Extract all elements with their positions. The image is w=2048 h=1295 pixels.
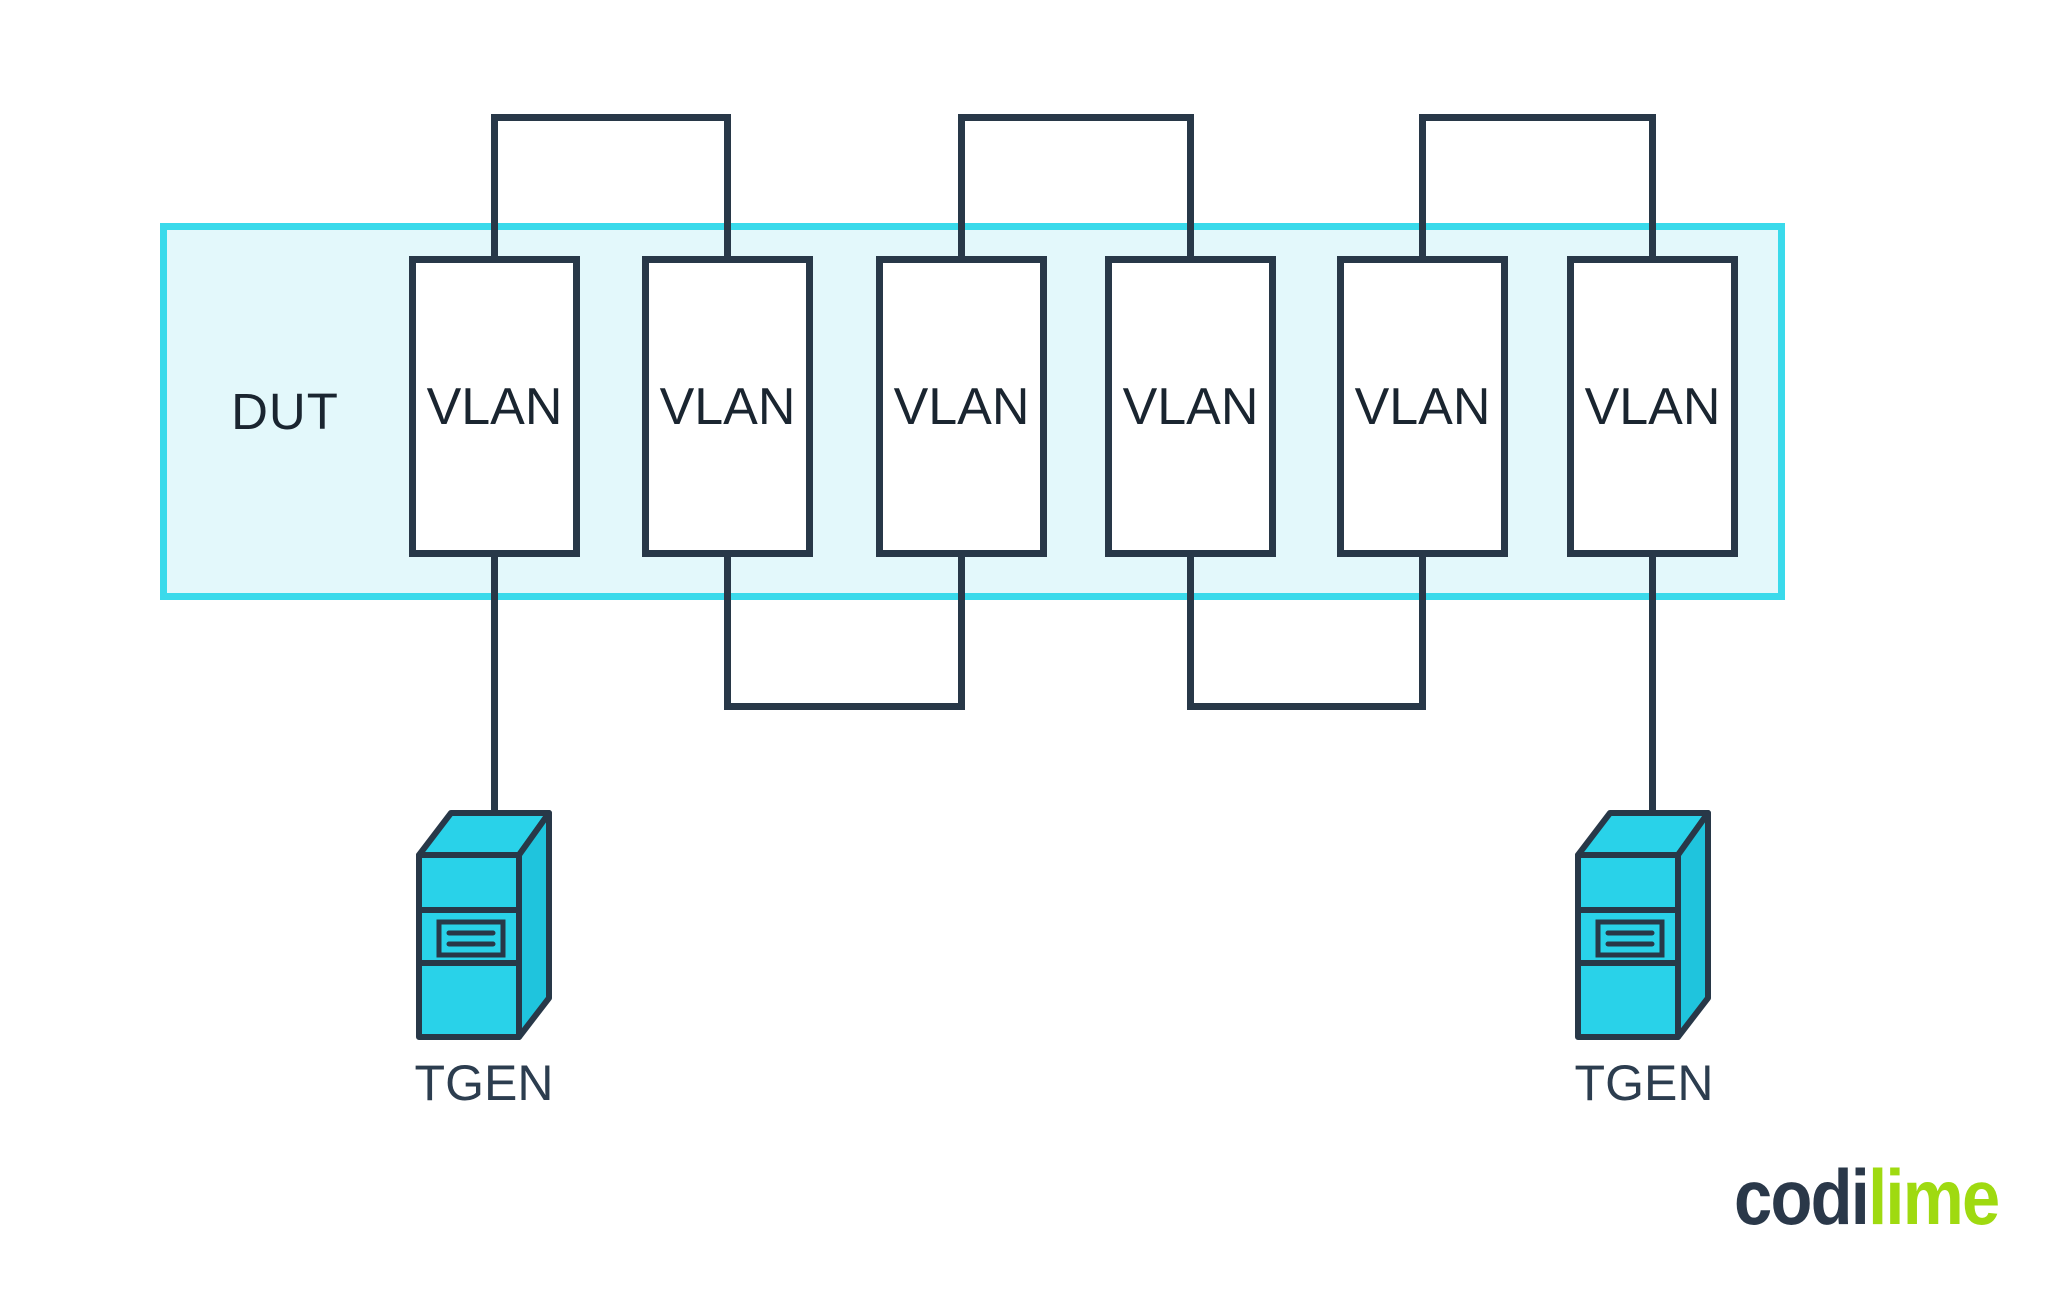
top-link-vlan3-vlan4 (958, 114, 1194, 263)
vlan-box-3: VLAN (876, 256, 1047, 557)
vlan-label: VLAN (426, 377, 563, 436)
vlan-label: VLAN (659, 377, 796, 436)
vlan-label: VLAN (893, 377, 1030, 436)
codilime-logo: codilime (1734, 1158, 2000, 1236)
server-drive-panel (436, 919, 506, 958)
bottom-link-vlan4-vlan5 (1187, 550, 1426, 710)
tgen-server-icon (1575, 810, 1711, 1040)
vlan-box-6: VLAN (1567, 256, 1738, 557)
vlan-label: VLAN (1584, 377, 1721, 436)
top-link-vlan5-vlan6 (1419, 114, 1656, 263)
vlan-label: VLAN (1354, 377, 1491, 436)
tgen-server-icon (416, 810, 552, 1040)
vlan-box-2: VLAN (642, 256, 813, 557)
vlan-box-5: VLAN (1337, 256, 1508, 557)
tgen-label-right: TGEN (1574, 1055, 1714, 1111)
vlan-box-1: VLAN (409, 256, 580, 557)
top-link-vlan1-vlan2 (491, 114, 731, 263)
server-side-face (1675, 810, 1711, 1040)
vlan-box-4: VLAN (1105, 256, 1276, 557)
tgen-label-left: TGEN (414, 1055, 554, 1111)
dut-label: DUT (231, 383, 339, 440)
bottom-link-vlan2-vlan3 (724, 550, 965, 710)
logo-text-codi: codi (1733, 1153, 1870, 1241)
server-side-face (516, 810, 552, 1040)
vlan-label: VLAN (1122, 377, 1259, 436)
logo-text-lime: lime (1867, 1153, 2000, 1241)
server-drive-panel (1595, 919, 1665, 958)
